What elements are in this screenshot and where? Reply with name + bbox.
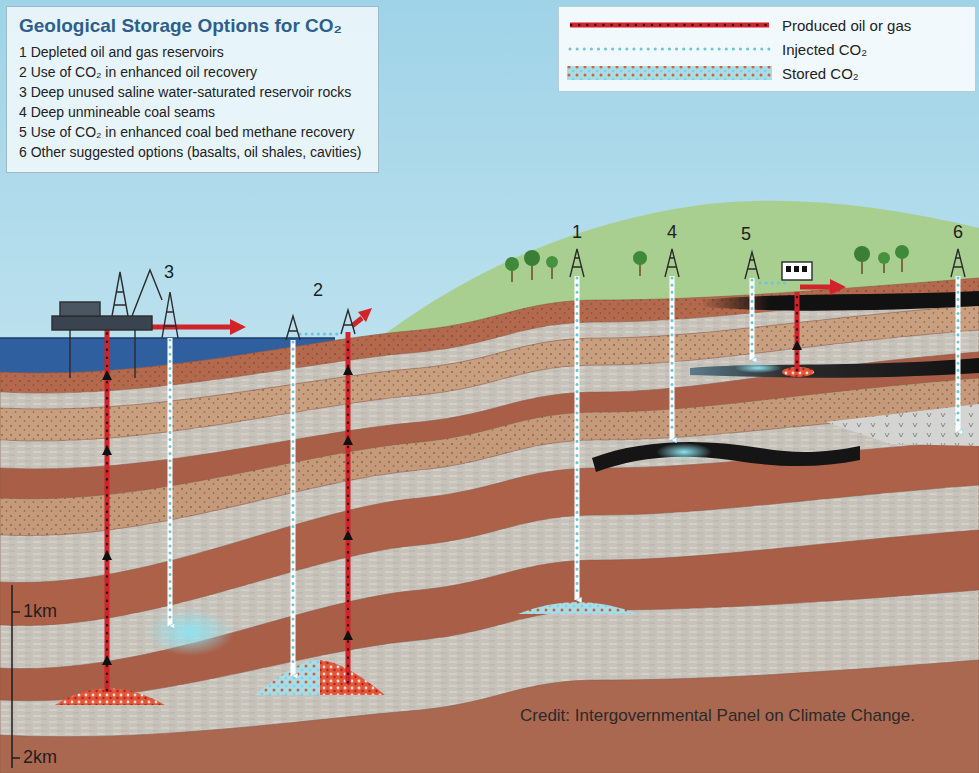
- injection-wells: [170, 276, 958, 676]
- oil-reservoir: [320, 660, 385, 695]
- legend-text: Stored CO₂: [782, 65, 859, 82]
- rock-texture: [0, 485, 979, 773]
- production-wells: [102, 279, 846, 692]
- legend-row: Injected CO₂: [567, 37, 967, 61]
- injection-line: [752, 278, 788, 360]
- injection-line: [170, 338, 171, 626]
- legend-row: Stored CO₂: [567, 61, 967, 85]
- options-heading: Geological Storage Options for CO₂: [19, 15, 366, 37]
- derrick: [570, 249, 584, 277]
- credit-caption: Credit: Intergovernmental Panel on Clima…: [520, 706, 915, 726]
- production-line: [102, 319, 246, 692]
- depth-scale: [12, 585, 20, 768]
- callout-number: 2: [313, 280, 323, 301]
- rock-layer: [0, 660, 979, 773]
- rock-layer: [0, 305, 979, 773]
- co2-plume: [734, 363, 782, 373]
- derrick: [745, 252, 759, 279]
- option-item: 4 Deep unmineable coal seams: [19, 102, 366, 122]
- rock-layer: [0, 278, 979, 773]
- legend-text: Injected CO₂: [782, 41, 867, 58]
- legend-sample: [567, 41, 772, 57]
- coal-seams: [592, 291, 979, 472]
- option-item: 3 Deep unused saline water-saturated res…: [19, 82, 366, 102]
- rock-layer: [0, 410, 979, 773]
- callout-number: 4: [667, 222, 677, 243]
- rock-texture: [0, 330, 979, 773]
- derrick: [286, 316, 300, 340]
- production-line: [792, 279, 846, 372]
- rock-layer: [0, 440, 979, 773]
- rock-texture: [0, 278, 979, 773]
- plant-building: [782, 262, 812, 280]
- derrick: [341, 310, 355, 334]
- legend-box: Produced oil or gasInjected CO₂ Stored CO…: [558, 6, 976, 92]
- rock-texture: [0, 378, 979, 773]
- rock-texture: [0, 590, 979, 773]
- rock-layer: [0, 330, 979, 773]
- option-item: 2 Use of CO₂ in enhanced oil recovery: [19, 62, 366, 82]
- co2-plume: [656, 443, 712, 461]
- depth-label: 1km: [23, 601, 57, 622]
- injection-line: [958, 276, 959, 432]
- callout-number: 5: [741, 224, 751, 245]
- rock-strata: [0, 278, 979, 773]
- legend-sample: [567, 65, 772, 81]
- offshore-platform: [52, 270, 162, 378]
- callout-number: 3: [164, 262, 174, 283]
- coal-seam: [700, 291, 979, 311]
- option-item: 6 Other suggested options (basalts, oil …: [19, 142, 366, 162]
- stored-co2: [518, 602, 638, 614]
- injection-line: [293, 334, 340, 676]
- injection-line: [577, 276, 578, 600]
- callout-number: 1: [572, 222, 582, 243]
- callout-number: 6: [953, 222, 963, 243]
- depth-label: 2km: [23, 747, 57, 768]
- rock-layer: [0, 378, 979, 773]
- stored-co2: [255, 660, 320, 695]
- trees: [505, 245, 909, 282]
- coal-seam: [592, 442, 860, 472]
- production-line: [343, 308, 372, 684]
- surface-equipment: [52, 249, 965, 378]
- option-item: 1 Depleted oil and gas reservoirs: [19, 42, 366, 62]
- rock-layer: [0, 292, 979, 773]
- derrick: [665, 249, 679, 277]
- rock-layer: [0, 590, 979, 773]
- legend-text: Produced oil or gas: [782, 17, 911, 34]
- legend-row: Produced oil or gas: [567, 13, 967, 37]
- derrick: [162, 292, 178, 338]
- coal-seam: [690, 358, 979, 378]
- options-box: Geological Storage Options for CO₂ 1 Depl…: [6, 6, 379, 173]
- rock-layer: [0, 352, 979, 773]
- legend-sample: [567, 17, 772, 33]
- rock-texture: [0, 410, 979, 773]
- derrick: [951, 249, 965, 277]
- co2-plume: [146, 608, 234, 656]
- injection-line: [672, 276, 673, 440]
- oil-reservoir: [55, 689, 165, 706]
- rock-layer: [0, 530, 979, 773]
- option-item: 5 Use of CO₂ in enhanced coal bed methan…: [19, 122, 366, 142]
- rock-texture: [0, 305, 979, 773]
- rock-layer: [0, 485, 979, 773]
- rock-texture: [0, 292, 979, 773]
